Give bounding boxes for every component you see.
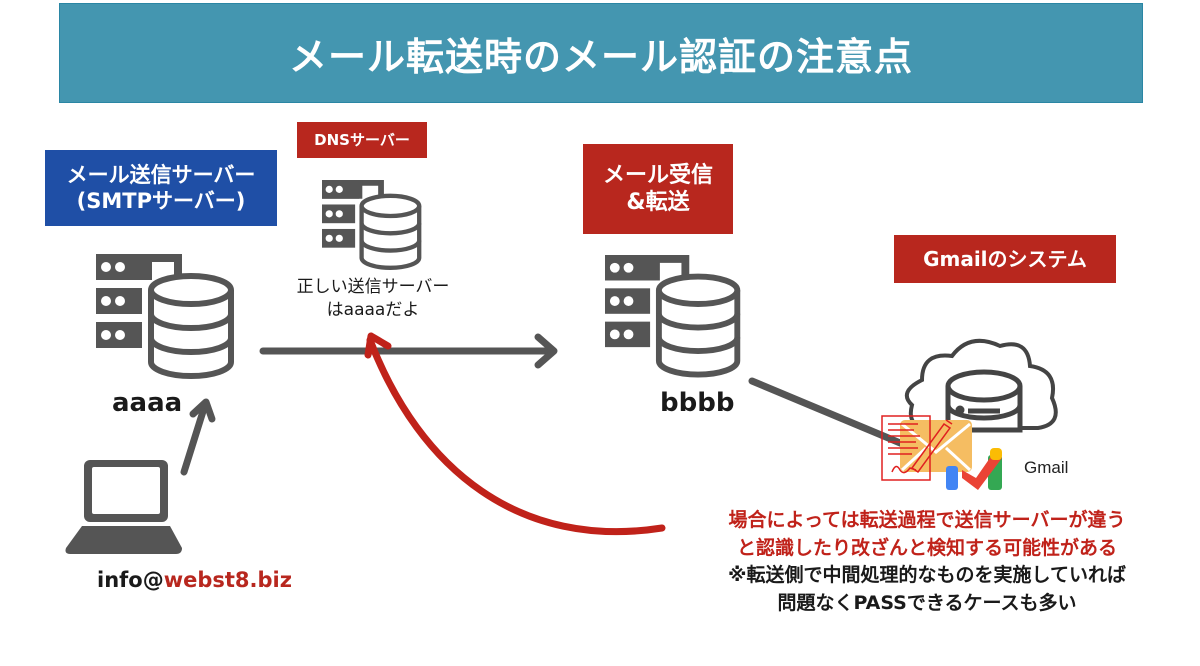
gmail-logo-text: Gmail <box>1024 458 1069 477</box>
signed-document-icon <box>881 415 953 481</box>
smtp-server-label: メール送信サーバー (SMTPサーバー) <box>45 150 277 226</box>
page-title: メール転送時のメール認証の注意点 <box>288 34 913 79</box>
dns-note-line2: はaaaaだよ <box>326 299 420 320</box>
upload-arrow <box>180 398 216 476</box>
forwarder-server-icon <box>605 255 737 375</box>
laptop-icon <box>65 460 182 554</box>
forwarder-server-name: bbbb <box>660 388 735 418</box>
receive-forward-label-line2: &転送 <box>626 190 690 215</box>
cloud-database-icon <box>904 338 1058 433</box>
send-arrow <box>259 333 558 369</box>
smtp-server-label-line1: メール送信サーバー <box>66 162 256 187</box>
smtp-server-label-line2: (SMTPサーバー) <box>76 189 246 213</box>
dns-check-arrow <box>364 332 666 536</box>
receive-forward-label-line1: メール受信 <box>602 162 713 188</box>
warning-line2: と認識したり改ざんと検知する可能性がある <box>736 536 1117 559</box>
dns-note: 正しい送信サーバー はaaaaだよ <box>268 276 478 322</box>
sender-server-name: aaaa <box>112 388 183 418</box>
smtp-server-icon <box>96 254 231 376</box>
note-line2: 問題なくPASSできるケースも多い <box>777 591 1077 614</box>
dns-server-label: DNSサーバー <box>297 122 427 158</box>
dns-server-label-text: DNSサーバー <box>314 130 410 149</box>
warning-note: 場合によっては転送過程で送信サーバーが違う と認識したり改ざんと検知する可能性が… <box>672 507 1182 617</box>
sender-address-domain: webst8.biz <box>163 568 292 592</box>
sender-address-local: info@ <box>97 568 164 592</box>
gmail-system-label-text: Gmailのシステム <box>923 246 1087 271</box>
warning-line1: 場合によっては転送過程で送信サーバーが違う <box>728 509 1126 531</box>
dns-server-icon <box>322 180 419 268</box>
receive-forward-label: メール受信 &転送 <box>583 144 733 234</box>
gmail-system-label: Gmailのシステム <box>894 235 1116 283</box>
dns-note-line1: 正しい送信サーバー <box>296 277 450 297</box>
gmail-logo-icon <box>946 448 1002 490</box>
sender-address: info@webst8.biz <box>97 568 292 592</box>
forward-line <box>748 377 909 449</box>
title-banner: メール転送時のメール認証の注意点 <box>59 3 1143 103</box>
note-line1: ※転送側で中間処理的なものを実施していれば <box>728 564 1126 587</box>
